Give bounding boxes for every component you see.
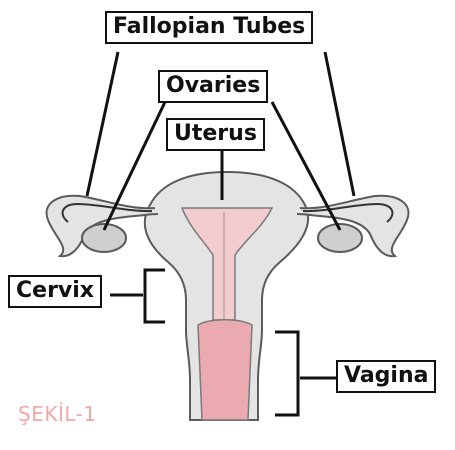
label-cervix: Cervix: [8, 275, 102, 308]
figure-caption: ŞEKİL-1: [18, 402, 97, 426]
organ-body: [143, 170, 310, 421]
label-uterus: Uterus: [166, 118, 265, 151]
label-vagina: Vagina: [336, 360, 437, 393]
leader-fallopian-left: [85, 51, 120, 197]
right-fallopian-tube: [296, 194, 410, 258]
left-tube-lumen: [61, 202, 153, 223]
right-tube-lumen: [302, 202, 394, 223]
label-fallopian-tubes: Fallopian Tubes: [105, 11, 314, 44]
leader-lines: [85, 51, 356, 417]
leader-ovaries-right: [270, 101, 342, 231]
bracket-vagina: [275, 330, 300, 417]
left-fallopian-tube: [45, 194, 159, 258]
leader-ovaries-left: [102, 101, 167, 231]
right-adnexa: [296, 194, 410, 258]
leader-fallopian-right: [323, 51, 356, 197]
left-adnexa: [45, 194, 159, 258]
bracket-cervix: [143, 268, 165, 324]
vaginal-canal: [197, 319, 253, 421]
left-ovary-icon: [81, 223, 127, 253]
right-ovary-icon: [317, 223, 363, 253]
label-ovaries: Ovaries: [158, 70, 269, 103]
